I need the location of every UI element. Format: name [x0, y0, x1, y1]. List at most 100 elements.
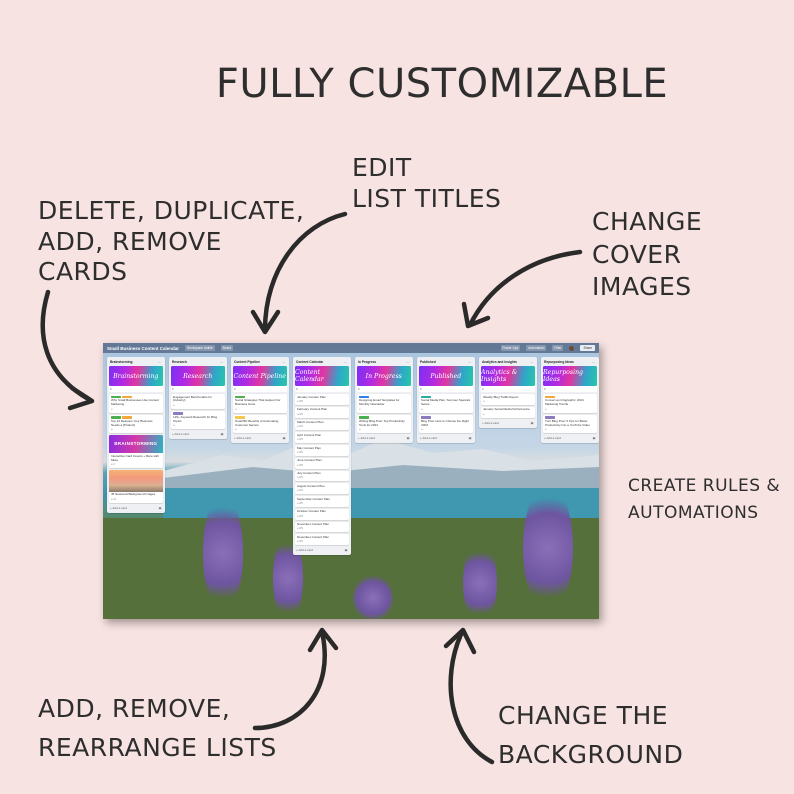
card-label	[545, 395, 555, 399]
list-cover-card[interactable]: Content Calendar	[295, 366, 349, 386]
list-column[interactable]: Content Pipeline…Content Pipeline≡Social…	[231, 357, 289, 444]
more-icon[interactable]: …	[529, 359, 534, 364]
card-labels	[359, 416, 409, 420]
more-icon[interactable]: …	[467, 359, 472, 364]
list-title[interactable]: In Progress	[358, 360, 377, 364]
card[interactable]: Convert an Infographic: 2024 Marketing T…	[543, 394, 597, 413]
card[interactable]: Social Strategies That Helped Our Busine…	[233, 394, 287, 413]
card[interactable]: March Content Plan≡ 0/5	[295, 419, 349, 431]
list-cover-card[interactable]: Brainstorming	[109, 366, 163, 386]
add-card-button[interactable]: + Add a card▣	[109, 505, 163, 511]
card-badges: ≡ 0/5	[297, 425, 303, 429]
card[interactable]: May Content Plan≡ 0/5	[295, 445, 349, 456]
card-title: 45 Seasonal Background Images	[111, 492, 156, 497]
card[interactable]: January Content Plan≡ 0/5	[295, 394, 349, 405]
card[interactable]: December Content Plan≡ 0/5	[295, 534, 349, 545]
card[interactable]: June Content Plan≡ 0/5	[295, 457, 349, 469]
card[interactable]: January Social Media Performance≡	[481, 406, 535, 418]
card[interactable]: Turn Blog Post: 5 Tips for Better Produc…	[543, 414, 597, 434]
list-column[interactable]: Analytics and Insights … Analytics & Insig…	[479, 357, 537, 428]
add-card-button[interactable]: + Add a card▣	[481, 420, 535, 426]
card-labels	[421, 416, 471, 420]
description-icon: ≡	[295, 386, 349, 392]
more-icon[interactable]: …	[281, 359, 286, 364]
avatar[interactable]	[569, 345, 575, 351]
powerups-button[interactable]: Power-Ups	[500, 345, 521, 351]
card[interactable]: April Content Plan≡ 0/5	[295, 432, 349, 443]
add-card-button[interactable]: + Add a card▣	[419, 435, 473, 441]
image-card[interactable]: 45 Seasonal Background Images≡ 14	[109, 469, 163, 503]
card[interactable]: Weekly Blog Traffic Report≡	[481, 394, 535, 405]
card[interactable]: September Content Plan≡ 0/5	[295, 496, 349, 507]
template-icon[interactable]: ▣	[592, 436, 596, 441]
list-title[interactable]: Content Pipeline	[234, 360, 261, 364]
list-title[interactable]: Research	[172, 360, 187, 364]
card[interactable]: February Content Plan≡ 0/5	[295, 406, 349, 418]
card-label	[122, 395, 132, 399]
view-switcher[interactable]: Board	[220, 345, 234, 351]
card-title: Social Media Plan: Summer Specials Serie…	[421, 398, 471, 407]
more-icon[interactable]: …	[591, 359, 596, 364]
add-card-button[interactable]: + Add a card▣	[543, 435, 597, 441]
card-title: Small Biz Benefits of Automating Custome…	[235, 419, 279, 427]
more-icon[interactable]: …	[219, 359, 224, 364]
more-icon[interactable]: …	[157, 359, 162, 364]
list-cover-card[interactable]: Repurposing Ideas	[543, 366, 597, 386]
list-cover-card[interactable]: In Progress	[357, 366, 411, 386]
list-title[interactable]: Brainstorming	[110, 360, 133, 364]
add-card-button[interactable]: + Add a card▣	[171, 431, 225, 437]
template-icon[interactable]: ▣	[282, 436, 286, 441]
card-label	[235, 395, 245, 399]
card-title: March Content Plan	[297, 420, 324, 424]
card[interactable]: November Content Plan≡ 0/5	[295, 521, 349, 533]
template-icon[interactable]: ▣	[220, 432, 224, 437]
card[interactable]: Blog Post: How to Choose the Right CRM≡	[419, 414, 473, 434]
list-column[interactable]: Published…Published≡Social Media Plan: S…	[417, 357, 475, 444]
filter-button[interactable]: Filter	[552, 345, 564, 351]
more-icon[interactable]: …	[405, 359, 410, 364]
template-icon[interactable]: ▣	[344, 548, 348, 552]
list-cover-card[interactable]: Published	[419, 366, 473, 386]
list-column[interactable]: Repurposing Ideas…Repurposing Ideas≡Conv…	[541, 357, 599, 444]
board-title[interactable]: Small Business Content Calendar	[107, 345, 180, 351]
caption-change-background: CHANGE THE BACKGROUND	[498, 701, 684, 769]
template-icon[interactable]: ▣	[406, 436, 410, 441]
add-card-button[interactable]: + Add a card▣	[295, 547, 349, 553]
card[interactable]: August Content Plan≡ 0/5	[295, 483, 349, 494]
add-card-button[interactable]: + Add a card▣	[233, 435, 287, 441]
list-column[interactable]: In Progress…In Progress≡Designing Email …	[355, 357, 413, 444]
template-icon[interactable]: ▣	[158, 505, 162, 510]
list-cover-card[interactable]: Analytics & Insights	[481, 366, 535, 386]
template-icon[interactable]: ▣	[468, 436, 472, 441]
card[interactable]: Designing Email Templates for Monthly Ne…	[357, 394, 411, 413]
card[interactable]: Social Media Plan: Summer Specials Serie…	[419, 394, 473, 413]
card[interactable]: Top 10 Reasons Your Business Needs a [Pr…	[109, 414, 163, 434]
card[interactable]: Why Small Businesses Use Content Marketi…	[109, 394, 163, 413]
card[interactable]: Small Biz Benefits of Automating Custome…	[233, 414, 287, 434]
board-lists: Brainstorming … Brainstorming ≡ Why Small Bu…	[107, 357, 599, 555]
list-column[interactable]: Research…Research≡Engagement Benchmarks …	[169, 357, 227, 440]
add-card-button[interactable]: + Add a card▣	[357, 435, 411, 441]
list-cover-card[interactable]: Content Pipeline	[233, 366, 287, 386]
list-title[interactable]: Content Calendar	[296, 360, 324, 364]
card[interactable]: October Content Plan≡ 0/5	[295, 508, 349, 520]
flower-blur	[463, 543, 497, 619]
list-title[interactable]: Published	[420, 360, 436, 364]
share-button[interactable]: Share	[580, 345, 595, 351]
workspace-visibility[interactable]: Workspace visible	[185, 345, 215, 351]
card-badges: ≡ 0/5	[297, 527, 303, 531]
list-title[interactable]: Repurposing Ideas	[544, 360, 574, 364]
card[interactable]: Writing Blog Post: Top Productivity Tool…	[357, 414, 411, 434]
card[interactable]: Engagement Benchmarks for [Industry]≡	[171, 394, 225, 409]
card[interactable]: 125+ Keyword Research for Blog Topics≡	[171, 410, 225, 430]
more-icon[interactable]: …	[343, 359, 348, 364]
list-title[interactable]: Analytics and Insights	[482, 360, 517, 364]
list-column[interactable]: Content Calendar…Content Calendar≡Januar…	[293, 357, 351, 555]
list-cover-card[interactable]: Research	[171, 366, 225, 386]
automation-button[interactable]: Automation	[526, 345, 547, 351]
list-column[interactable]: Brainstorming…Brainstorming≡Why Small Bu…	[107, 357, 165, 513]
list-header: Analytics and Insights …	[481, 359, 535, 365]
template-icon[interactable]: ▣	[530, 420, 534, 425]
card[interactable]: July Content Plan≡ 0/5	[295, 470, 349, 482]
